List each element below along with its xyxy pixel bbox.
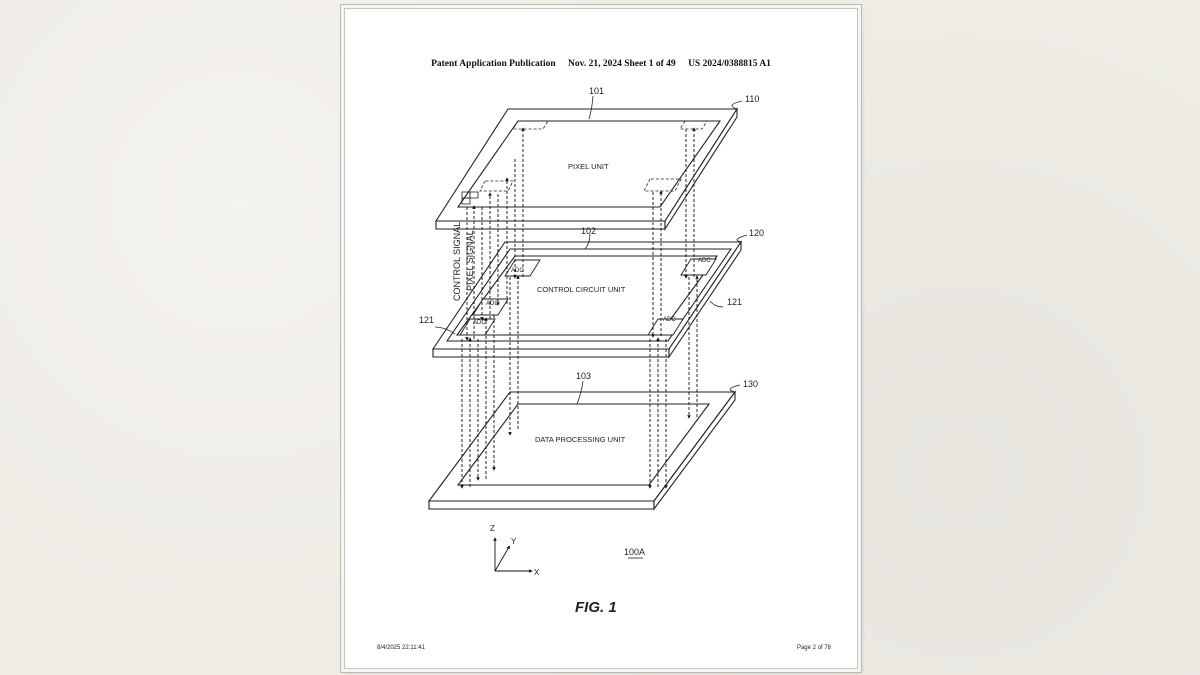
axis-z-label: Z [490,524,495,533]
signal-arrows [460,127,699,489]
ref-110: 110 [745,94,759,104]
header-date-sheet: Nov. 21, 2024 Sheet 1 of 49 [568,59,676,69]
footer-page-number: Page 2 of 78 [796,645,831,651]
ref-120: 120 [749,228,764,238]
figure-caption: FIG. 1 [575,599,617,616]
axis-x-label: X [534,568,540,577]
patent-figure: 101 110 PIXEL UNIT 102 120 CONTROL CIRCU… [419,86,764,616]
adc-label: ADC [486,301,499,307]
ref-121-right: 121 [727,297,742,307]
control-circuit-label: CONTROL CIRCUIT UNIT [537,285,626,294]
adc-label: ADC [511,268,524,274]
ref-121-left: 121 [419,315,434,325]
control-circuit-layer [431,240,743,359]
assembly-ref: 100A [624,547,645,557]
patent-page: Patent Application Publication Nov. 21, … [344,8,858,669]
footer-timestamp: 8/4/2025 22:11:41 [377,645,425,651]
header-number: US 2024/0388815 A1 [688,59,771,69]
pixel-signal-label: PIXEL SIGNAL [465,230,475,291]
ref-101: 101 [589,86,604,96]
adc-label: ADC [473,320,486,326]
data-processing-layer [427,390,737,511]
adc-label: ADC [663,317,676,323]
ref-130: 130 [743,379,758,389]
data-processing-label: DATA PROCESSING UNIT [535,435,626,444]
axis-y-label: Y [511,537,517,546]
control-signal-label: CONTROL SIGNAL [452,222,462,301]
ref-103: 103 [576,371,591,381]
page-header: Patent Application Publication Nov. 21, … [345,59,857,69]
header-publication: Patent Application Publication [431,59,556,69]
adc-label: ADC [698,258,711,264]
pixel-unit-label: PIXEL UNIT [568,162,609,171]
ref-102: 102 [581,226,596,236]
axis-indicator [493,537,533,573]
